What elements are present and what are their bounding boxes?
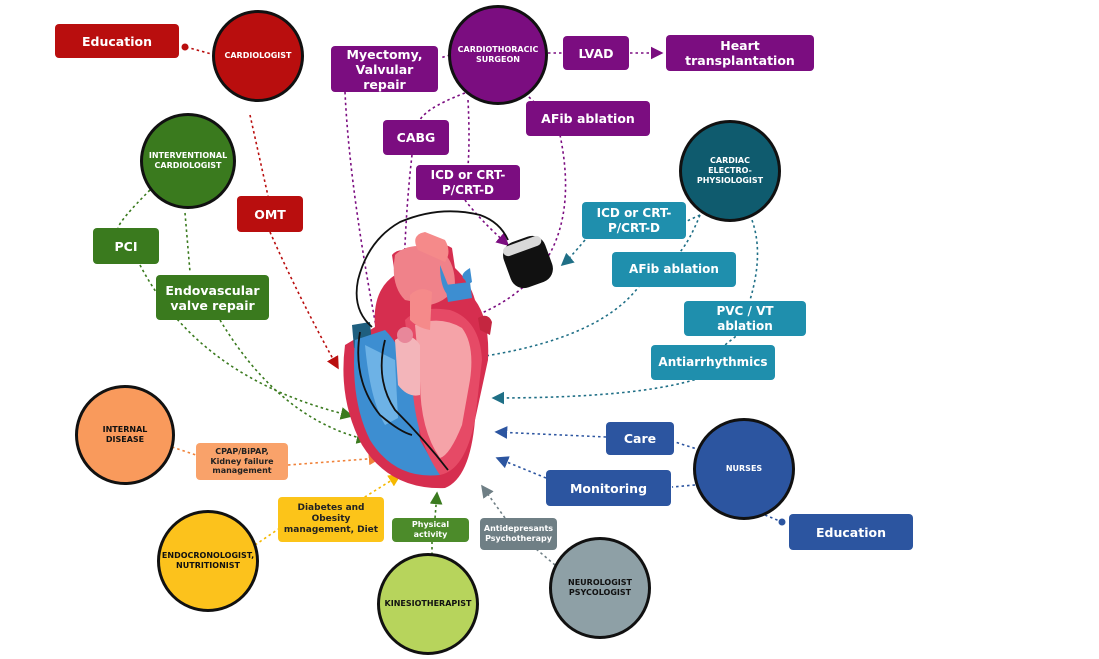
cardiologist-label: CARDIOLOGIST: [224, 51, 292, 60]
heart-illustration: [343, 210, 509, 489]
pvc-vt-box: PVC / VT ablation: [684, 301, 806, 336]
endocrinologist-circle: ENDOCRONOLOGIST, NUTRITIONIST: [157, 510, 259, 612]
icd-surgery-box: ICD or CRT-P/CRT-D: [416, 165, 520, 200]
cpap-box: CPAP/BiPAP, Kidney failure management: [196, 443, 288, 480]
neurologist-label: NEUROLOGIST PSYCOLOGIST: [568, 578, 632, 597]
kinesiotherapist-circle: KINESIOTHERAPIST: [377, 553, 479, 655]
afib-surgery-box: AFib ablation: [526, 101, 650, 136]
cabg-box: CABG: [383, 120, 449, 155]
heart-transplantation-box: Heart transplantation: [666, 35, 814, 71]
physical-activity-box: Physical activity: [392, 518, 469, 542]
electrophysiologist-label: CARDIAC ELECTRO-PHYSIOLOGIST: [696, 156, 764, 185]
monitoring-box: Monitoring: [546, 470, 671, 506]
omt-box: OMT: [237, 196, 303, 232]
cardiothoracic-surgeon-label: CARDIOTHORACIC SURGEON: [457, 45, 539, 64]
endocrinologist-label: ENDOCRONOLOGIST, NUTRITIONIST: [161, 551, 255, 570]
cardiologist-circle: CARDIOLOGIST: [212, 10, 304, 102]
endovascular-box: Endovascular valve repair: [156, 275, 269, 320]
neurologist-circle: NEUROLOGIST PSYCOLOGIST: [549, 537, 651, 639]
afib-ep-box: AFib ablation: [612, 252, 736, 287]
icd-ep-box: ICD or CRT-P/CRT-D: [582, 202, 686, 239]
education-right-box: Education: [789, 514, 913, 550]
care-box: Care: [606, 422, 674, 455]
myectomy-box: Myectomy, Valvular repair: [331, 46, 438, 92]
internal-disease-circle: INTERNAL DISEASE: [75, 385, 175, 485]
lvad-box: LVAD: [563, 36, 629, 70]
interventional-cardiologist-label: INTERVENTIONAL CARDIOLOGIST: [148, 151, 228, 170]
education-left-box: Education: [55, 24, 179, 58]
pci-box: PCI: [93, 228, 159, 264]
kinesiotherapist-label: KINESIOTHERAPIST: [384, 599, 472, 608]
interventional-cardiologist-circle: INTERVENTIONAL CARDIOLOGIST: [140, 113, 236, 209]
antidepressants-box: Antidepresants Psychotherapy: [480, 518, 557, 550]
cardiothoracic-surgeon-circle: CARDIOTHORACIC SURGEON: [448, 5, 548, 105]
nurses-circle: NURSES: [693, 418, 795, 520]
internal-disease-label: INTERNAL DISEASE: [102, 425, 148, 444]
antiarrhythmics-box: Antiarrhythmics: [651, 345, 775, 380]
electrophysiologist-circle: CARDIAC ELECTRO-PHYSIOLOGIST: [679, 120, 781, 222]
diabetes-box: Diabetes and Obesity management, Diet: [278, 497, 384, 542]
pacemaker-device: [503, 235, 553, 289]
nurses-label: NURSES: [725, 464, 763, 473]
